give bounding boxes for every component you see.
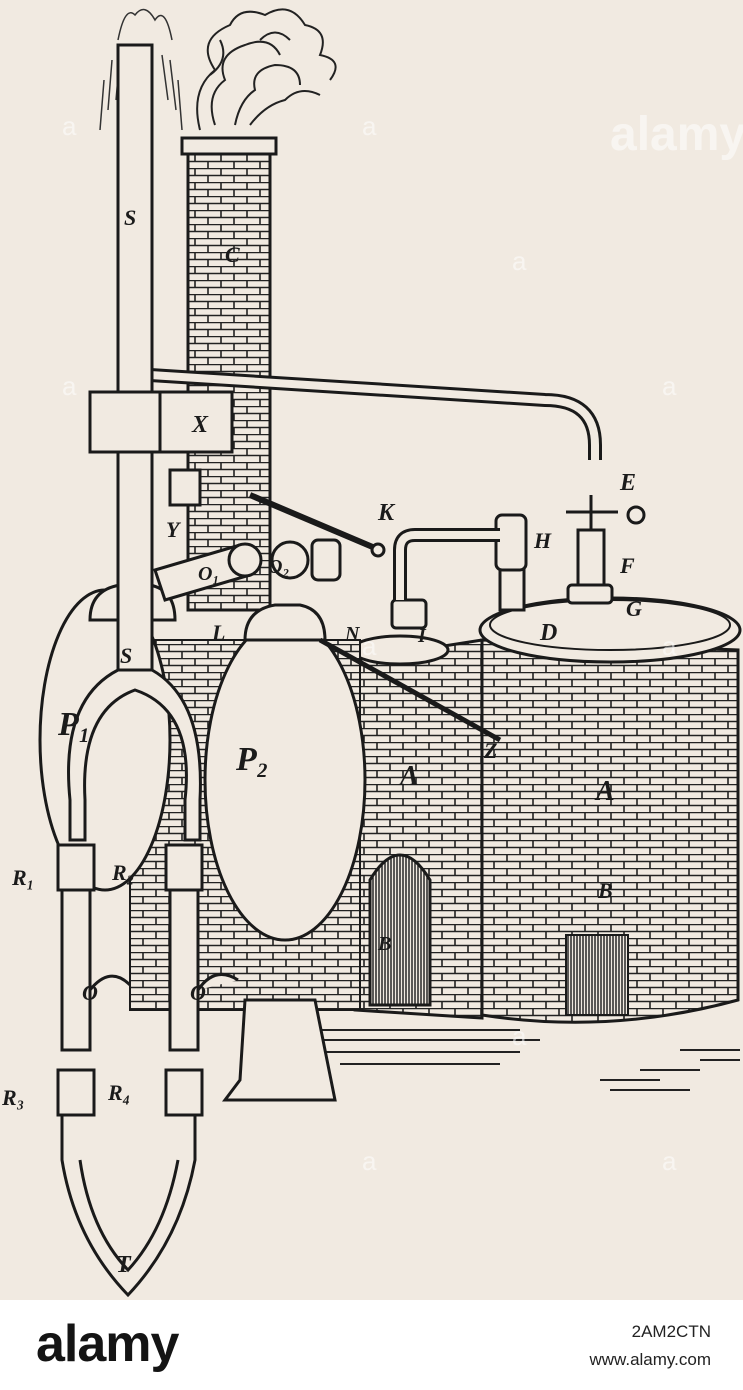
image-id: 2AM2CTN	[631, 1322, 711, 1341]
label-x: X	[191, 412, 209, 438]
ground-hatching	[250, 1029, 740, 1091]
watermark-mark: a	[362, 111, 377, 141]
label-b-right: B	[597, 878, 613, 903]
left-furnace	[350, 634, 484, 1020]
label-h: H	[533, 528, 552, 553]
footer-url: www.alamy.com	[589, 1350, 711, 1369]
rod-z	[318, 637, 502, 743]
label-e: E	[619, 470, 636, 496]
watermark-mark: a	[362, 631, 377, 661]
label-p1: P₁	[57, 706, 91, 743]
label-f: F	[619, 553, 635, 578]
watermark-mark: a	[662, 631, 677, 661]
watermark-mark: a	[662, 1146, 677, 1176]
label-r2: R₂	[111, 860, 134, 885]
label-o-right: O	[190, 980, 206, 1005]
label-d: D	[539, 620, 557, 646]
label-o-left: O	[82, 980, 98, 1005]
pipe-s	[67, 43, 202, 842]
label-z: Z	[483, 738, 497, 763]
footer-bar: alamy 2AM2CTN www.alamy.com	[0, 1300, 743, 1390]
right-furnace	[478, 596, 742, 1024]
label-g: G	[626, 596, 642, 621]
valves-o	[153, 468, 386, 602]
watermark-mark: a	[662, 371, 677, 401]
label-l: L	[211, 620, 225, 645]
label-c: C	[225, 242, 240, 267]
label-r3: R₃	[1, 1085, 24, 1110]
label-i: I	[417, 625, 427, 647]
watermark: alamy a a a a a a a a a a	[62, 108, 743, 1176]
labels: S S C X Y O₁ O₂ K H E F G D L N I Z P₁ P…	[1, 205, 642, 1278]
watermark-mark: a	[62, 111, 77, 141]
label-s-bottom: S	[120, 643, 132, 668]
watermark-mark: a	[62, 371, 77, 401]
label-n: N	[344, 623, 361, 645]
label-t: T	[116, 1252, 132, 1278]
label-k: K	[377, 500, 396, 526]
watermark-mark: a	[512, 246, 527, 276]
label-b-left: B	[377, 933, 391, 955]
label-s-top: S	[124, 205, 136, 230]
label-y: Y	[166, 517, 182, 542]
label-p2: P₂	[235, 741, 269, 778]
x-block	[88, 390, 234, 454]
label-r4: R₄	[107, 1080, 130, 1105]
pipe-k	[393, 528, 500, 600]
smoke	[196, 8, 337, 131]
label-o2: O₂	[268, 556, 289, 578]
watermark-mark: a	[512, 1021, 527, 1051]
boiler-fittings	[390, 495, 646, 630]
label-a-right: A	[594, 776, 615, 807]
label-a-left: A	[398, 761, 419, 792]
label-o1: O₁	[198, 563, 219, 585]
lower-pipework	[56, 843, 239, 1298]
steam-engine-illustration: S S C X Y O₁ O₂ K H E F G D L N I Z P₁ P…	[1, 8, 743, 1298]
label-r1: R₁	[11, 865, 34, 890]
watermark-logo: alamy	[610, 108, 743, 161]
watermark-mark: a	[362, 1146, 377, 1176]
footer-logo: alamy	[36, 1315, 179, 1373]
